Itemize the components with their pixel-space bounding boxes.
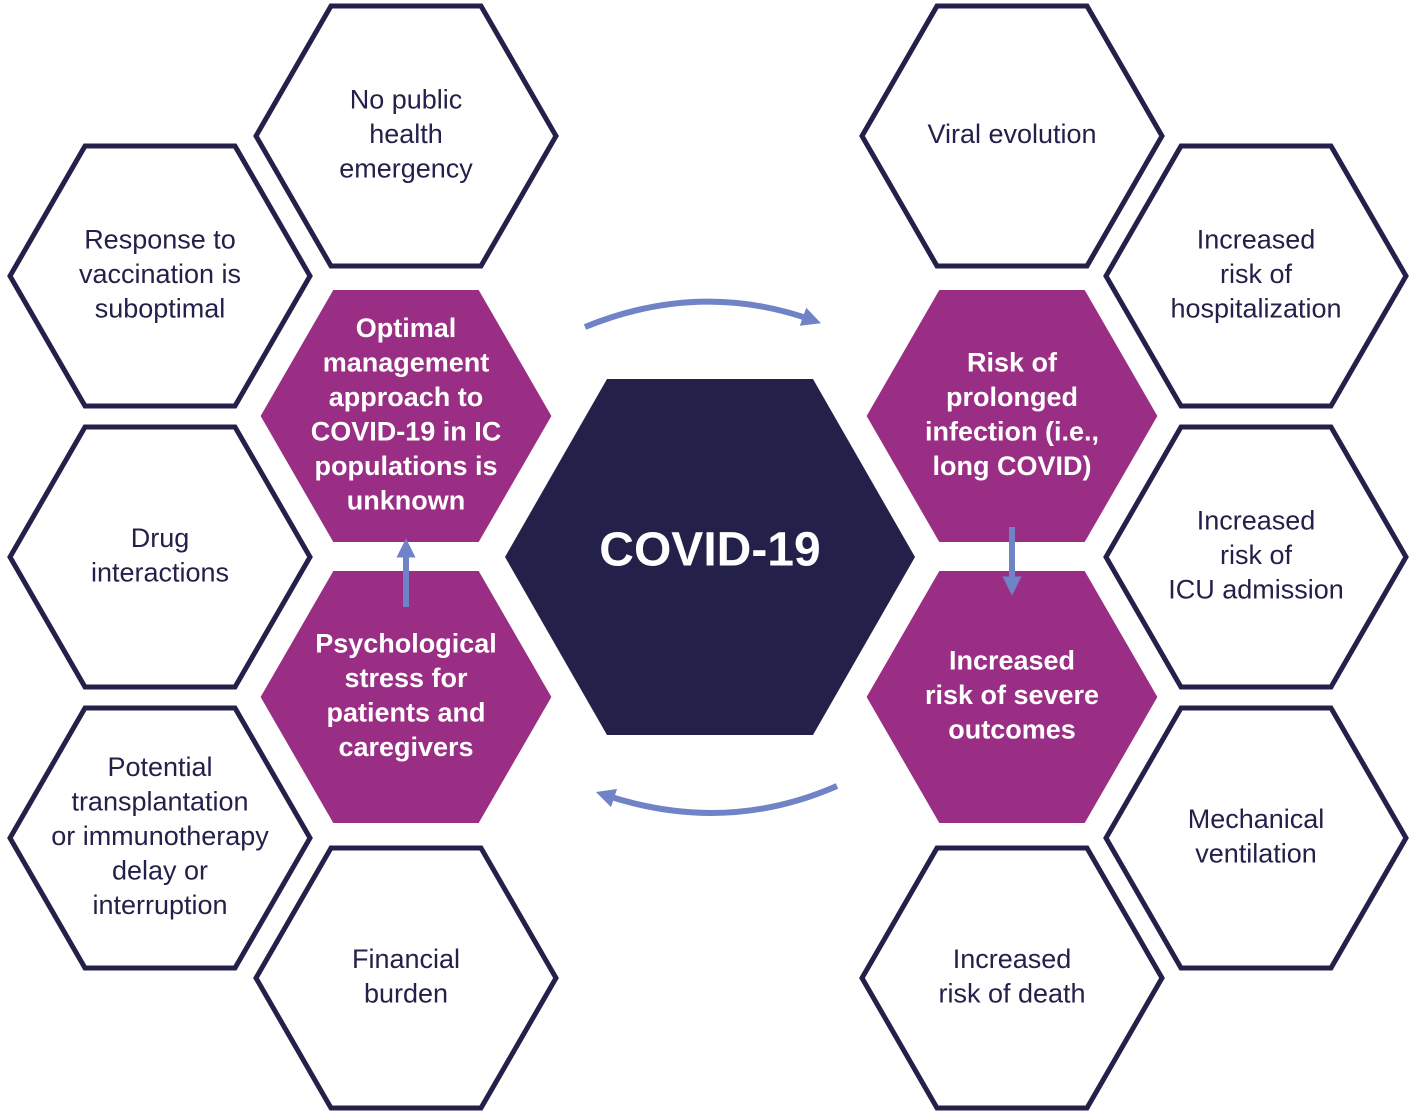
hexagon-shape-potential-transplantation-delay — [7, 705, 313, 971]
hexagon-label-line: Increased — [1197, 506, 1316, 536]
hexagon-shape-viral-evolution — [859, 3, 1165, 269]
hexagon-shape-risk-prolonged-infection — [857, 282, 1167, 550]
hexagon-label-line: Viral evolution — [927, 119, 1096, 149]
hexagon-label-line: emergency — [339, 154, 473, 184]
hexagon-label-line: Increased — [1197, 225, 1316, 255]
hexagon-label-line: Optimal — [356, 313, 457, 343]
hexagon-label-line: outcomes — [948, 715, 1076, 745]
hexagon-shape-increased-risk-hospitalization — [1103, 143, 1409, 409]
hexagon-label-line: Mechanical — [1188, 804, 1325, 834]
hexagon-label-line: suboptimal — [95, 294, 226, 324]
hexagon-shape-mechanical-ventilation — [1103, 705, 1409, 971]
hexagon-label-line: risk of severe — [925, 680, 1099, 710]
hexagon-label-line: or immunotherapy — [51, 821, 269, 851]
hexagon-label-line: infection (i.e., — [925, 416, 1099, 446]
hexagon-shape-increased-risk-severe-outcomes — [857, 563, 1167, 831]
hexagon-no-public-health-emergency: No public health emergency — [253, 3, 559, 269]
hexagon-shape-increased-risk-death — [859, 845, 1165, 1111]
hexagon-label-line: Financial — [352, 944, 460, 974]
hexagon-shape-increased-risk-icu — [1103, 424, 1409, 690]
hexagon-label-line: populations is — [314, 451, 497, 481]
hexagon-financial-burden: Financial burden — [253, 845, 559, 1111]
hexagon-shape-financial-burden — [253, 845, 559, 1111]
hexagon-label-line: prolonged — [946, 382, 1078, 412]
hexagon-label-line: Increased — [953, 944, 1072, 974]
hexagon-mechanical-ventilation: Mechanical ventilation — [1103, 705, 1409, 971]
hexagon-label-line: risk of — [1220, 540, 1293, 570]
hexagon-label-line: COVID-19 in IC — [311, 416, 502, 446]
hexagon-shape-optimal-management — [251, 282, 561, 550]
hexagon-label-line: ICU admission — [1168, 575, 1344, 605]
hexagon-label-line: Response to — [84, 225, 236, 255]
hexagon-label-line: vaccination is — [79, 259, 241, 289]
hexagon-psychological-stress: Psychological stress for patients and careg… — [251, 563, 561, 831]
hexagon-shape-drug-interactions — [7, 424, 313, 690]
hexagon-label-line: transplantation — [71, 787, 248, 817]
hexagon-shape-no-public-health-emergency — [253, 3, 559, 269]
cycle-arrow-top — [583, 298, 822, 330]
hexagon-increased-risk-hospitalization: Increased risk of hospitalization — [1103, 143, 1409, 409]
hexagon-response-to-vaccination: Response to vaccination is suboptimal — [7, 143, 313, 409]
hexagon-shape-psychological-stress — [251, 563, 561, 831]
hexagon-label-line: delay or — [112, 856, 208, 886]
hexagon-label-line: risk of — [1220, 259, 1293, 289]
center-label: COVID-19 — [599, 524, 820, 577]
hexagon-label-line: No public — [350, 85, 463, 115]
hexagon-label-line: Drug — [131, 523, 190, 553]
center-hexagon-shape — [505, 379, 915, 735]
hexagon-viral-evolution: Viral evolution — [859, 3, 1165, 269]
hexagon-label-line: approach to — [329, 382, 484, 412]
hexagon-label-line: risk of death — [938, 978, 1085, 1008]
hexagon-label-line: stress for — [344, 663, 468, 693]
hexagon-label-line: management — [323, 347, 490, 377]
hexagon-risk-prolonged-infection: Risk of prolonged infection (i.e., long COV… — [857, 282, 1167, 550]
hexagon-optimal-management: Optimal management approach to COVID-19 in … — [251, 282, 561, 550]
hexagon-label-line: caregivers — [338, 732, 473, 762]
hexagon-label-line: ventilation — [1195, 838, 1317, 868]
hexagon-label-line: Potential — [107, 752, 212, 782]
hexagon-label-line: long COVID) — [933, 451, 1092, 481]
hexagon-label-line: hospitalization — [1170, 294, 1341, 324]
hexagon-increased-risk-death: Increased risk of death — [859, 845, 1165, 1111]
center-hexagon: COVID-19 — [505, 379, 915, 735]
hexagon-label-line: Risk of — [967, 347, 1058, 377]
arrow-layer — [396, 298, 1022, 816]
hexagon-shape-response-to-vaccination — [7, 143, 313, 409]
hexagon-drug-interactions: Drug interactions — [7, 424, 313, 690]
hexagon-label-line: patients and — [326, 697, 485, 727]
hexagon-label-line: interruption — [92, 890, 227, 920]
hexagon-label-line: burden — [364, 978, 448, 1008]
hexagon-label-line: unknown — [347, 485, 465, 515]
hexagon-label-line: interactions — [91, 557, 229, 587]
hexagon-potential-transplantation-delay: Potential transplantation or immunotherapy… — [7, 705, 313, 971]
cycle-arrow-bottom — [595, 783, 839, 816]
hexagon-label-line: health — [369, 119, 443, 149]
hexagon-increased-risk-severe-outcomes: Increased risk of severe outcomes — [857, 563, 1167, 831]
hexagon-label-line: Increased — [949, 646, 1075, 676]
hexagon-label-line: Psychological — [315, 628, 497, 658]
hexagon-increased-risk-icu: Increased risk of ICU admission — [1103, 424, 1409, 690]
